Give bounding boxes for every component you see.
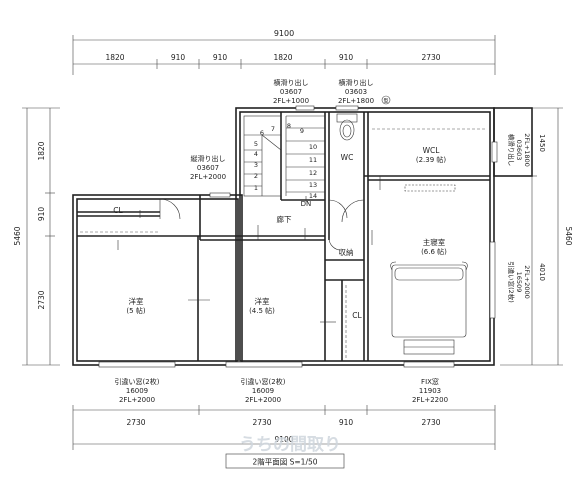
stair-step-14: 14	[309, 192, 317, 200]
dim-bottom-seg-3: 910	[339, 418, 354, 427]
window-mark-right-upper	[491, 141, 498, 163]
dim-left-seg-2: 910	[37, 207, 46, 222]
window-right-upper-height: 2FL+1800	[523, 133, 531, 166]
dim-bottom-seg-1: 2730	[126, 418, 145, 427]
stair-dn-label: DN	[301, 200, 312, 208]
stair-step-8: 8	[287, 122, 291, 130]
dim-total-top: 9100	[274, 29, 294, 38]
dim-top-seg-4: 1820	[273, 53, 292, 62]
window-right-upper-type: 横滑り出し	[507, 134, 516, 167]
bottom-dimensions: 2730 2730 910 2730 9100	[72, 405, 496, 450]
watermark-text: うちの間取り	[239, 435, 341, 455]
window-stair-code: 03607	[197, 164, 219, 172]
dim-right-total: 5460	[564, 226, 573, 245]
closet-rods	[80, 128, 487, 358]
walls	[72, 107, 533, 366]
room-western2-size: (4.5 帖)	[249, 306, 275, 315]
plan-caption: 2階平面図 S=1/50	[252, 457, 317, 467]
room-wcl: WCL	[423, 146, 441, 155]
room-master-size: (6.6 帖)	[421, 247, 447, 256]
west-block-inner	[76, 198, 239, 362]
stair-step-6: 6	[260, 129, 264, 137]
dim-left-total: 5460	[13, 226, 22, 245]
stair-step-10: 10	[309, 143, 317, 151]
stair-step-11: 11	[309, 156, 317, 164]
window-bottom3-code: 11903	[419, 387, 441, 395]
window-bottom1-type: 引違い窓(2枚)	[115, 377, 160, 386]
west-block-outline	[72, 194, 243, 366]
window-mark-bottom1	[98, 361, 176, 368]
dim-bottom-seg-2: 2730	[252, 418, 271, 427]
left-dimensions: 5460 1820 910 2730	[13, 107, 60, 366]
slide-arrows	[117, 176, 381, 323]
room-labels: WC WCL (2.39 帖) CL 廊下 収納 主寝室 (6.6 帖) 洋室 …	[113, 146, 447, 320]
room-wcl-size: (2.39 帖)	[416, 155, 447, 164]
door-swings	[159, 198, 365, 251]
window-mark-bottom3	[403, 361, 455, 368]
window-marks	[98, 105, 498, 368]
window-top-left-code: 03607	[280, 88, 302, 96]
stair-step-3: 3	[254, 161, 258, 169]
room-master: 主寝室	[423, 237, 446, 247]
top-dimensions: 9100 1820 910 910 1820 910 2730	[72, 29, 496, 75]
room-western1-size: (5 帖)	[126, 306, 145, 315]
dim-bottom-seg-4: 2730	[421, 418, 440, 427]
window-mark-top-right	[335, 105, 359, 111]
window-right-upper-code: 03603	[515, 140, 523, 161]
stair-step-1: 1	[254, 184, 258, 192]
window-mark-stair	[209, 192, 231, 198]
window-top-right-code: 03603	[345, 88, 367, 96]
window-bottom2-type: 引違い窓(2枚)	[241, 377, 286, 386]
room-cl-left: CL	[113, 206, 123, 215]
window-mark-bottom2	[225, 361, 303, 368]
room-cl-right: CL	[352, 311, 362, 320]
window-bottom1-code: 16009	[126, 387, 148, 395]
toilet-fixture	[336, 113, 358, 141]
dim-right-upper: 1450	[538, 134, 546, 152]
window-bottom2-height: 2FL+2000	[245, 396, 281, 404]
window-top-left-height: 2FL+1000	[273, 97, 309, 105]
window-top-left-type: 横滑り出し	[274, 78, 309, 87]
stair-step-12: 12	[309, 169, 317, 177]
dim-right-lower: 4010	[538, 263, 546, 281]
dim-top-seg-2: 910	[171, 53, 186, 62]
window-right-lower-code: 16509	[515, 272, 523, 293]
window-top-right-height: 2FL+1800	[338, 97, 374, 105]
stair-step-7: 7	[271, 125, 275, 133]
window-top-right-badge: 型	[383, 98, 388, 105]
room-storage: 収納	[339, 247, 354, 257]
room-western1: 洋室	[129, 296, 144, 306]
bed-furniture	[390, 184, 468, 355]
window-bottom3-type: FIX窓	[421, 377, 439, 386]
caption-box	[225, 453, 345, 469]
window-top-right-type: 横滑り出し	[339, 78, 374, 87]
window-mark-right	[489, 241, 496, 319]
window-right-lower-type: 引違い窓(2枚)	[507, 261, 516, 303]
dim-left-seg-1: 1820	[37, 141, 46, 160]
window-labels: 横滑り出し 03607 2FL+1000 横滑り出し 03603 2FL+180…	[115, 78, 531, 404]
stair-step-9: 9	[300, 127, 304, 135]
stair-step-13: 13	[309, 181, 317, 189]
window-right-lower-height: 2FL+2000	[523, 265, 531, 298]
dim-bottom-total: 9100	[274, 435, 293, 444]
stair-step-5: 5	[254, 140, 258, 148]
dim-top-seg-3: 910	[213, 53, 228, 62]
window-mark-top-left	[295, 105, 315, 111]
dim-top-seg-1: 1820	[105, 53, 124, 62]
window-bottom3-height: 2FL+2200	[412, 396, 448, 404]
room-western2: 洋室	[255, 296, 270, 306]
stair-step-2: 2	[254, 172, 258, 180]
stair-step-4: 4	[254, 150, 258, 158]
dim-left-seg-3: 2730	[37, 290, 46, 309]
window-stair-height: 2FL+2000	[190, 173, 226, 181]
window-bottom2-code: 16009	[252, 387, 274, 395]
room-wc: WC	[341, 153, 354, 162]
staircase: 1 2 3 4 5 6 7 8 9 10 11 12 13 14 DN	[243, 115, 325, 208]
window-stair-type: 縦滑り出し	[191, 154, 226, 163]
dim-top-seg-6: 2730	[421, 53, 440, 62]
dim-top-seg-5: 910	[339, 53, 354, 62]
window-bottom1-height: 2FL+2000	[119, 396, 155, 404]
room-hallway: 廊下	[277, 214, 292, 224]
